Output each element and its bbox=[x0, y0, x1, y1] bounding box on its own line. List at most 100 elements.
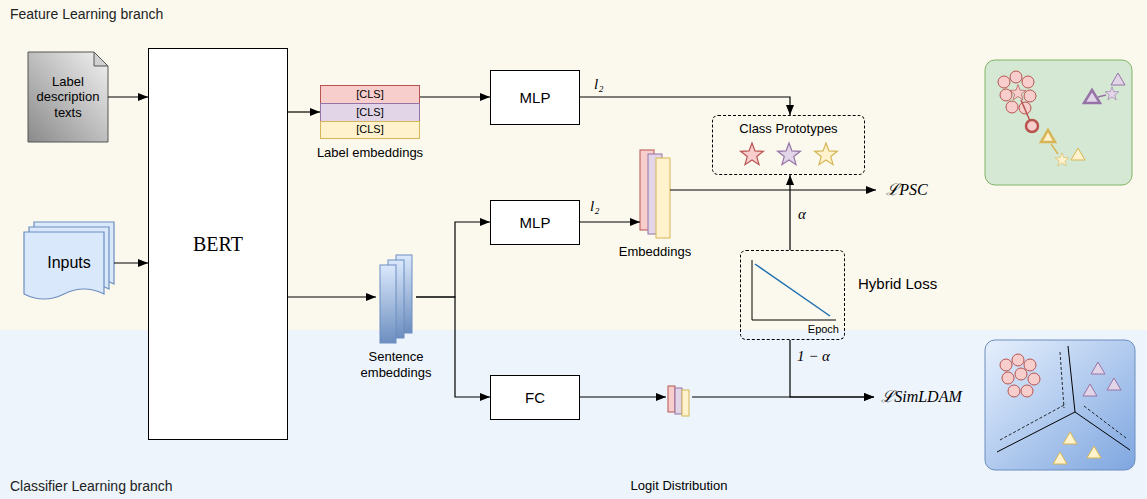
node-label: Classifier Learning branch bbox=[10, 478, 173, 495]
document-icon bbox=[28, 52, 108, 142]
classifier-space-illustration bbox=[1021, 385, 1033, 397]
loss-term: ℒSimLDAM bbox=[874, 385, 969, 409]
classifier-space-illustration bbox=[1087, 446, 1101, 458]
feature-space-illustration bbox=[985, 60, 1132, 185]
alpha-schedule-plot bbox=[752, 260, 836, 320]
logit-bars bbox=[668, 386, 675, 412]
document-icon bbox=[94, 52, 108, 66]
process-box: MLP bbox=[490, 200, 580, 245]
feature-space-illustration bbox=[1024, 90, 1036, 102]
feature-space-illustration bbox=[1071, 148, 1085, 160]
feature-space-illustration bbox=[1026, 120, 1038, 132]
node-label: Sentence embeddings bbox=[344, 349, 448, 380]
connector-arrow bbox=[789, 175, 790, 250]
input-documents bbox=[24, 222, 114, 299]
connector-arrow bbox=[580, 97, 790, 115]
classifier-space-illustration bbox=[1012, 354, 1024, 366]
node-text: MLP bbox=[520, 89, 551, 107]
connector-arrow bbox=[114, 262, 148, 263]
node-text: [CLS] bbox=[356, 106, 384, 119]
node-text: ℒPSC bbox=[886, 180, 927, 199]
embedding-stack: Sentence embeddings bbox=[376, 253, 416, 345]
connector-arrow bbox=[108, 96, 148, 97]
document-box: Label description texts bbox=[28, 52, 108, 142]
feature-space-illustration bbox=[998, 76, 1010, 88]
logit-stack: Logit Distribution bbox=[666, 382, 692, 416]
feature-space-illustration bbox=[1041, 130, 1055, 142]
node-text: ℒSimLDAM bbox=[881, 387, 962, 406]
process-box: FC bbox=[490, 375, 580, 420]
cls-token: [CLS] bbox=[320, 121, 420, 139]
classifier-space-illustration bbox=[985, 340, 1135, 470]
node-label: Hybrid Loss bbox=[858, 275, 937, 293]
edge-label: α bbox=[798, 206, 806, 223]
node-text: [CLS] bbox=[356, 88, 384, 101]
feature-space-illustration bbox=[1010, 71, 1022, 83]
classifier-space-illustration bbox=[1000, 354, 1040, 397]
connector-arrow bbox=[416, 297, 490, 397]
node-label: Embeddings bbox=[605, 244, 705, 260]
prototype-box: Class Prototypes bbox=[712, 115, 865, 175]
node-text: Label description texts bbox=[31, 74, 105, 121]
node-label: Feature Learning branch bbox=[10, 6, 163, 23]
prototype-star bbox=[778, 143, 801, 165]
connector-arrow bbox=[420, 96, 490, 97]
embedding-bars bbox=[640, 150, 670, 238]
sentence-embedding-bars bbox=[380, 255, 412, 343]
embedding-bars bbox=[656, 158, 670, 238]
input-box: Inputs bbox=[24, 222, 114, 304]
classifier-space-illustration bbox=[1053, 432, 1101, 464]
prototype-star bbox=[741, 143, 838, 165]
connector-arrow bbox=[790, 340, 874, 397]
classifier-space-illustration bbox=[1063, 432, 1077, 444]
edge-label: l₂ bbox=[594, 76, 603, 93]
input-documents bbox=[24, 232, 104, 299]
feature-space-illustration bbox=[1084, 73, 1125, 103]
logit-bars bbox=[675, 388, 682, 414]
node-label: Class Prototypes bbox=[713, 121, 864, 137]
classifier-space-illustration bbox=[1002, 372, 1014, 384]
classifier-space-illustration bbox=[1053, 452, 1067, 464]
node-label: Logit Distribution bbox=[614, 478, 744, 494]
node-text: BERT bbox=[193, 232, 243, 256]
feature-space-illustration bbox=[1098, 95, 1106, 97]
classifier-space-illustration bbox=[1083, 362, 1121, 396]
feature-space-illustration bbox=[1010, 85, 1026, 100]
connector-arrow bbox=[580, 221, 640, 222]
node-text: MLP bbox=[520, 214, 551, 232]
classifier-space-illustration bbox=[997, 346, 1130, 452]
classifier-space-illustration bbox=[1091, 362, 1105, 374]
node-label: Label embeddings bbox=[300, 145, 440, 161]
classifier-space-illustration bbox=[1024, 359, 1036, 371]
classifier-space-illustration bbox=[1000, 352, 1126, 440]
logit-bars bbox=[668, 386, 689, 416]
prototype-star bbox=[815, 143, 838, 165]
feature-space-illustration bbox=[1055, 153, 1069, 166]
node-text: [CLS] bbox=[356, 123, 384, 136]
loss-term: ℒPSC bbox=[876, 178, 938, 202]
connector-arrow bbox=[288, 296, 376, 297]
logit-bars bbox=[682, 390, 689, 416]
node-text: Inputs bbox=[47, 253, 91, 272]
connector-arrow bbox=[580, 396, 666, 397]
sentence-embedding-bars bbox=[380, 265, 396, 343]
embedding-stack: Embeddings bbox=[640, 150, 670, 238]
connector-arrow bbox=[670, 189, 876, 190]
cls-token: [CLS] bbox=[320, 85, 420, 104]
cls-token: [CLS] bbox=[320, 103, 420, 122]
edge-label: l₂ bbox=[590, 198, 599, 215]
feature-space-illustration bbox=[1051, 144, 1058, 154]
node-label: Epoch bbox=[808, 323, 839, 336]
process-box: MLP bbox=[490, 70, 580, 125]
edge-label: 1 − α bbox=[797, 348, 830, 365]
classifier-space-illustration bbox=[1107, 378, 1121, 390]
classifier-space-illustration bbox=[1000, 359, 1012, 371]
classifier-space-illustration bbox=[985, 340, 1135, 470]
feature-space-illustration bbox=[1084, 90, 1100, 103]
encoder-box: BERT bbox=[148, 48, 288, 440]
branch-band: Classifier Learning branch FC Logit Distri… bbox=[0, 330, 1147, 499]
feature-space-illustration bbox=[1105, 87, 1119, 100]
embedding-stack: Label embeddings[CLS][CLS][CLS] bbox=[320, 85, 420, 139]
